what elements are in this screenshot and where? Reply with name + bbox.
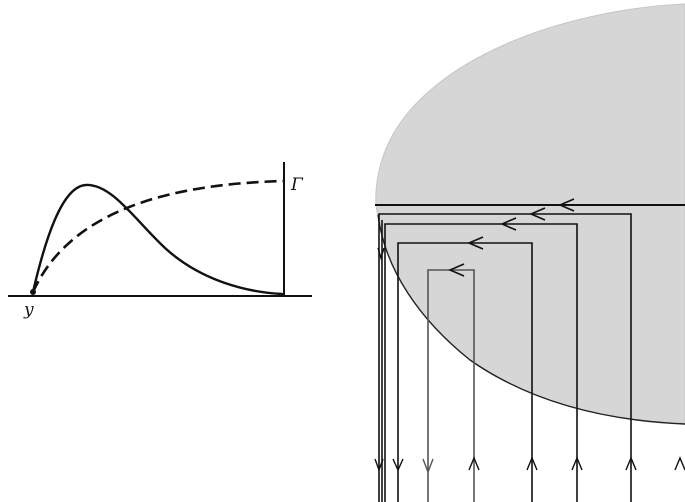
loop-1	[378, 213, 632, 502]
right-panel	[374, 3, 685, 502]
arrow-left-icon	[466, 236, 484, 250]
arrow-up-icon	[571, 456, 583, 471]
solid-peaked-curve	[31, 183, 284, 296]
loop-2	[384, 223, 578, 502]
left-arrows	[447, 198, 575, 277]
up-arrows	[468, 456, 685, 471]
arrow-up-icon	[674, 456, 685, 471]
arrow-up-icon	[526, 456, 538, 471]
origin-label: y	[23, 300, 34, 320]
arrow-up-icon	[468, 456, 480, 471]
arrow-up-icon	[625, 456, 637, 471]
arrow-left-icon	[557, 198, 575, 212]
region-lower-boundary	[377, 214, 685, 425]
arrow-left-icon	[447, 263, 465, 277]
end-label: Γ	[290, 175, 304, 195]
arrow-left-icon	[499, 217, 517, 231]
arrow-down-icon	[392, 458, 404, 472]
arrow-down-icon	[374, 458, 384, 473]
arrow-left-icon	[528, 207, 546, 221]
left-panel: y Γ	[8, 162, 312, 320]
arrow-down-icon	[377, 247, 385, 261]
down-arrows	[374, 458, 434, 474]
loop-3	[397, 242, 533, 502]
arrow-down-icon	[422, 458, 434, 474]
origin-point	[30, 289, 36, 295]
dashed-saturating-curve	[31, 179, 285, 293]
